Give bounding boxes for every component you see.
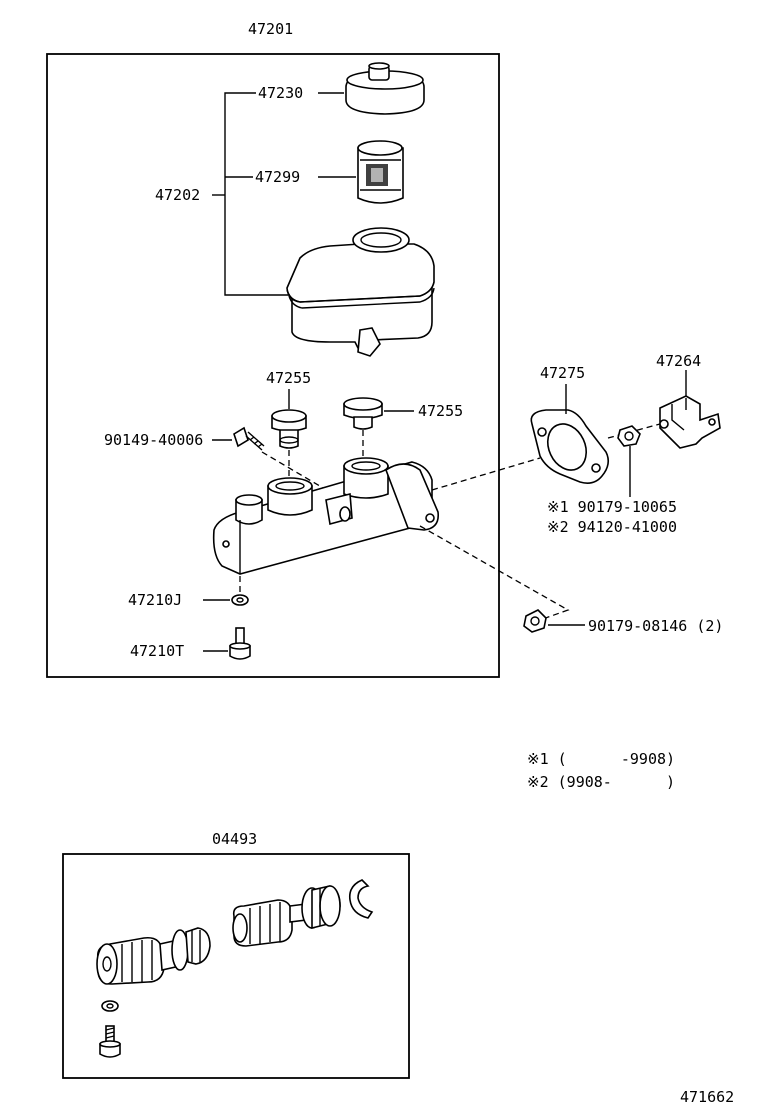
- mounting-nut: [523, 609, 547, 633]
- label-repair-kit: 04493: [212, 830, 257, 848]
- figure-id: 471662: [680, 1088, 734, 1106]
- label-strainer: 47299: [255, 168, 300, 186]
- note-2: ※2 (9908- ): [527, 773, 675, 791]
- plug-gasket: [231, 594, 249, 606]
- note-1: ※1 ( -9908): [527, 750, 675, 768]
- flange-gasket: [530, 409, 610, 484]
- kit-bolt: [99, 1025, 121, 1058]
- bracket-nut: [617, 425, 641, 447]
- label-assembly: 47201: [248, 20, 293, 38]
- reservoir-strainer: [357, 140, 404, 204]
- label-mounting-bracket: 47264: [656, 352, 701, 370]
- mounting-bracket: [659, 395, 721, 449]
- kit-gasket: [101, 1000, 119, 1012]
- label-grommet-right: 47255: [418, 402, 463, 420]
- reservoir-tank: [286, 227, 435, 357]
- snap-ring: [348, 879, 374, 919]
- reservoir-cap: [345, 62, 425, 115]
- label-plug-gasket: 47210J: [128, 591, 182, 609]
- label-bolt-note2: ※2 94120-41000: [547, 518, 677, 536]
- label-bolt-note1: ※1 90179-10065: [547, 498, 677, 516]
- label-grommet-left: 47255: [266, 369, 311, 387]
- grommet-right: [343, 397, 383, 430]
- label-mounting-nut: 90179-08146 (2): [588, 617, 723, 635]
- label-plug-bolt: 47210T: [130, 642, 184, 660]
- screw: [233, 426, 265, 451]
- label-screw: 90149-40006: [104, 431, 203, 449]
- label-cap: 47230: [258, 84, 303, 102]
- primary-piston: [96, 927, 211, 985]
- secondary-piston: [232, 885, 341, 947]
- label-flange-gasket: 47275: [540, 364, 585, 382]
- grommet-left: [271, 409, 307, 449]
- master-cylinder-body: [212, 457, 440, 575]
- assembly-frame: [46, 53, 500, 678]
- repair-kit-frame: [62, 853, 410, 1079]
- plug-bolt: [229, 627, 251, 660]
- label-reservoir: 47202: [155, 186, 200, 204]
